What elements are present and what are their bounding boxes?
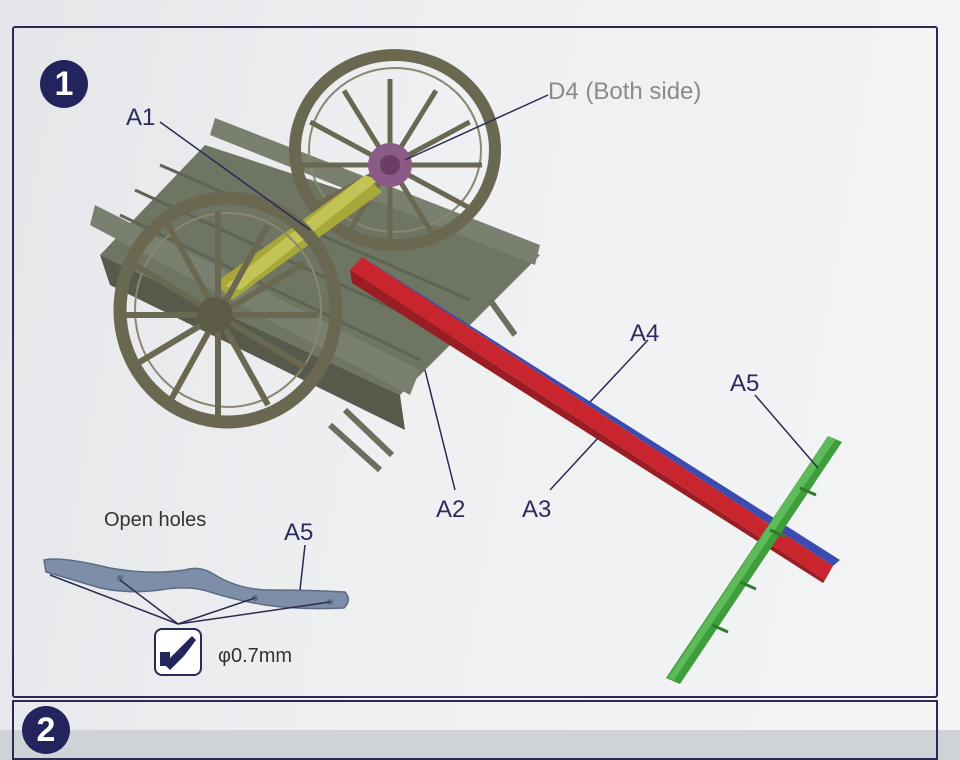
wheel-spoke: [216, 312, 307, 370]
detail-part-a5: [43, 558, 349, 610]
label-d4: D4 (Both side): [548, 78, 702, 105]
cart-bed: [90, 118, 540, 473]
label-a3: A3: [522, 496, 552, 523]
open-holes-note: Open holes: [104, 509, 207, 531]
cart-assembly-illustration: [43, 49, 842, 684]
label-a4: A4: [630, 320, 660, 347]
label-a5-detail: A5: [284, 519, 314, 546]
label-a2: A2: [436, 496, 466, 523]
label-a5: A5: [730, 370, 760, 397]
wheel-spoke: [216, 260, 307, 318]
shaft-a3-a4: [350, 257, 840, 583]
wheel-spoke: [215, 313, 271, 407]
drill-size-note: φ0.7mm: [218, 645, 293, 667]
drill-icon: [154, 628, 202, 676]
step-frame: [12, 26, 938, 698]
instruction-sheet: [0, 0, 960, 730]
step-number-badge: 1: [40, 60, 88, 108]
crossbar-a5: [666, 436, 842, 684]
leader-lines: [49, 94, 819, 625]
front-wheel: [113, 191, 343, 429]
wheel-spoke: [215, 223, 271, 317]
label-a1: A1: [126, 104, 156, 131]
